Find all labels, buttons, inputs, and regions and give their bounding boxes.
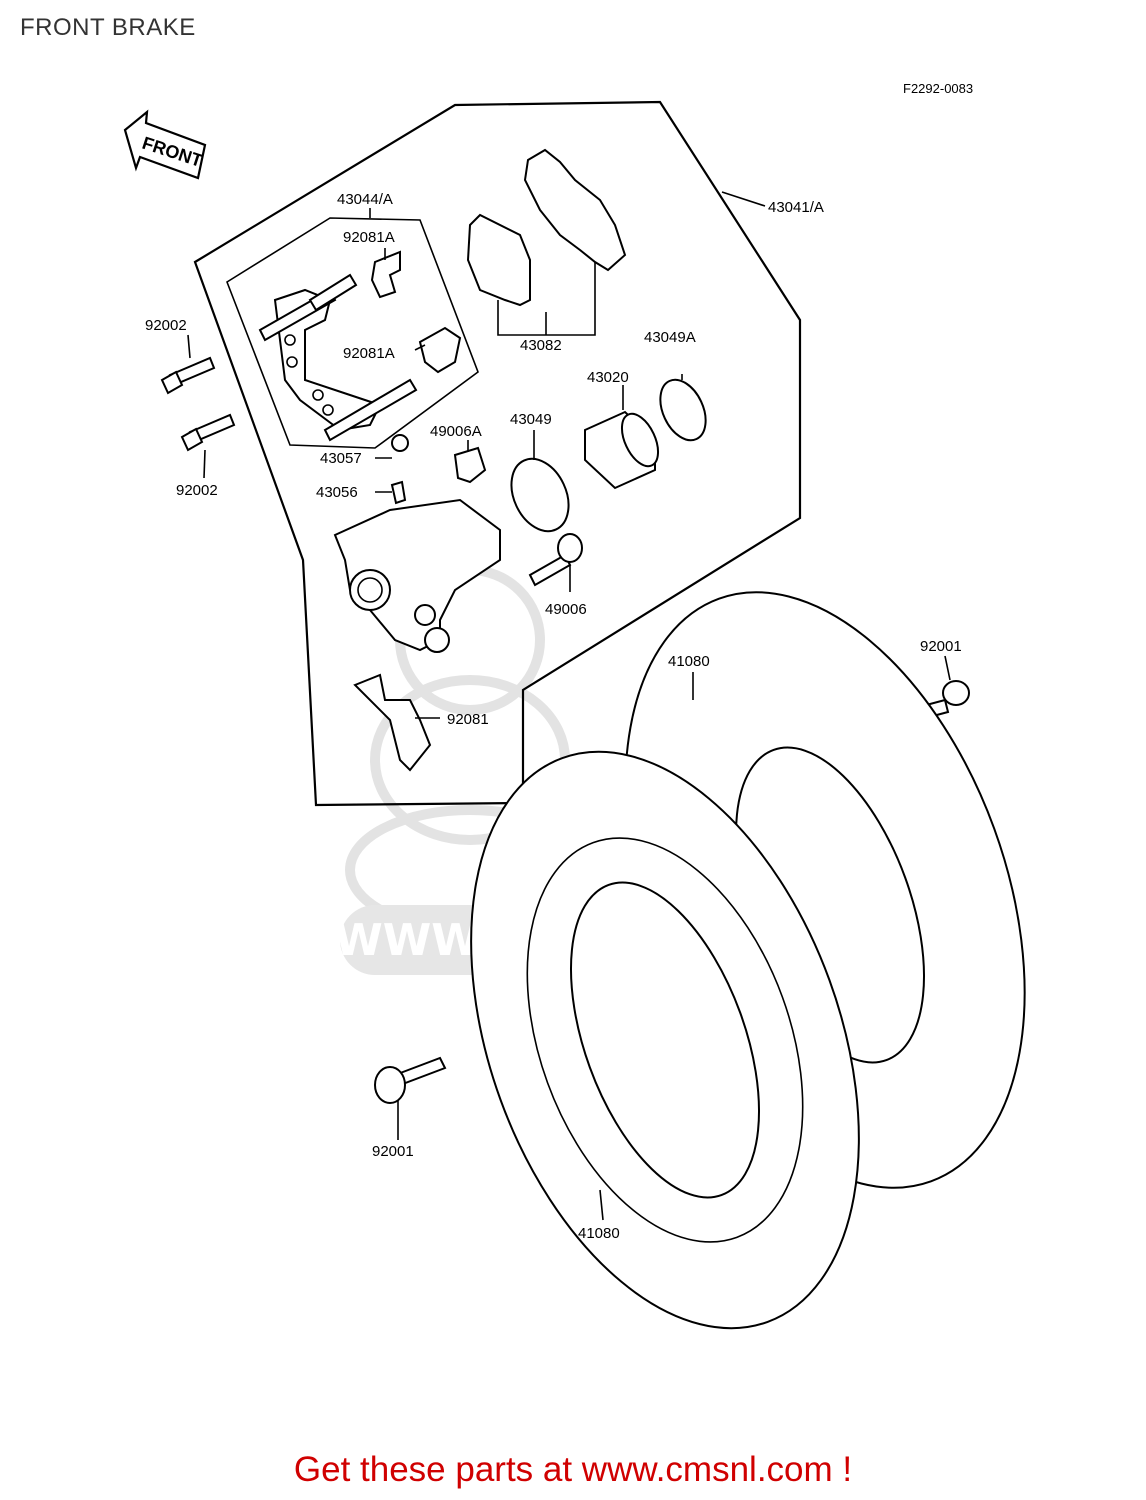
mount-bolt-upper (160, 356, 216, 395)
front-arrow-label: FRONT (140, 133, 205, 171)
pin-boot (453, 446, 487, 484)
callout-92002-bottom: 92002 (176, 482, 218, 499)
callout-92081A-top: 92081A (343, 229, 395, 246)
brake-disc-front (470, 750, 860, 1330)
callout-49006A: 49006A (430, 423, 482, 440)
callout-92081A-mid: 92081A (343, 345, 395, 362)
callout-92001-left: 92001 (372, 1143, 414, 1160)
pin-bolt (528, 533, 583, 587)
callout-92001-right: 92001 (920, 638, 962, 655)
callout-92081: 92081 (447, 711, 489, 728)
leader-43041A (721, 191, 766, 207)
caliper-body (333, 498, 501, 653)
callout-43049A: 43049A (644, 329, 696, 346)
caliper-assembly-outline (193, 100, 802, 807)
disc-bolt-left (374, 1056, 447, 1104)
page-title: FRONT BRAKE (20, 14, 196, 41)
callout-43044A: 43044/A (337, 191, 393, 208)
pad-spring-upper (370, 250, 401, 299)
bleed-valve (390, 480, 407, 505)
callout-43056: 43056 (316, 484, 358, 501)
callout-43041A: 43041/A (768, 199, 824, 216)
footer-link-text[interactable]: Get these parts at www.cmsnl.com ! (293, 1450, 853, 1489)
pad-spring-bottom (353, 673, 432, 772)
callout-41080-top: 41080 (668, 653, 710, 670)
mount-bolt-lower (180, 413, 236, 452)
callout-43057: 43057 (320, 450, 362, 467)
pad-spring-lower (418, 326, 462, 374)
callout-43020: 43020 (587, 369, 629, 386)
caliper-bracket (258, 273, 418, 442)
piston (584, 410, 660, 490)
brake-pad-inner (466, 213, 531, 307)
bracket-outline (226, 217, 479, 449)
callout-labels: 43044/A 92081A 92002 92081A 43082 43041/… (145, 191, 962, 1242)
figure-code: F2292-0083 (903, 81, 973, 96)
front-arrow: FRONT (123, 109, 207, 180)
leader-lines (187, 248, 951, 1221)
dust-seal (659, 378, 707, 442)
callout-43049: 43049 (510, 411, 552, 428)
callout-92002-top: 92002 (145, 317, 187, 334)
piston-seal (510, 457, 570, 533)
brake-pad-outer (523, 148, 627, 272)
bleed-cap (391, 434, 409, 452)
callout-49006: 49006 (545, 601, 587, 618)
callout-43082: 43082 (520, 337, 562, 354)
callout-41080-bottom: 41080 (578, 1225, 620, 1242)
